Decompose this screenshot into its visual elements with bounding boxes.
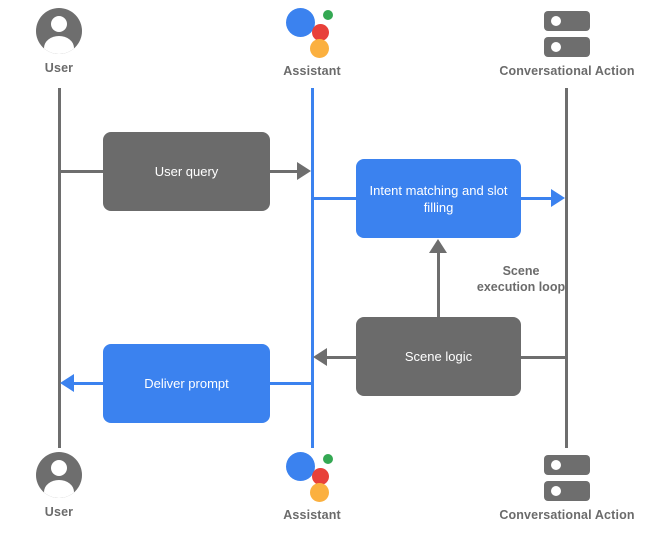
- connector-user-query-to-assistant: [270, 170, 302, 173]
- server-rack-unit-bottom: [544, 481, 590, 501]
- server-rack-icon: [544, 455, 590, 501]
- server-led-icon: [551, 16, 561, 26]
- connector-user-to-user-query: [58, 170, 106, 173]
- assistant-dot-red-icon: [312, 24, 329, 41]
- connector-deliver-prompt-to-user: [72, 382, 105, 385]
- message-box-scene-logic[interactable]: Scene logic: [356, 317, 521, 396]
- actor-label-assistant-top: Assistant: [283, 64, 341, 78]
- message-box-intent-matching[interactable]: Intent matching and slot filling: [356, 159, 521, 238]
- server-led-icon: [551, 42, 561, 52]
- server-led-icon: [551, 460, 561, 470]
- user-avatar-body: [44, 36, 74, 54]
- connector-scene-logic-to-intent-matching: [437, 252, 440, 319]
- actor-label-assistant-bottom: Assistant: [283, 508, 341, 522]
- server-led-icon: [551, 486, 561, 496]
- lifeline-user: [58, 88, 61, 448]
- assistant-dot-yellow-icon: [310, 39, 329, 58]
- connector-intent-matching-to-conversational-action: [521, 197, 553, 200]
- actor-label-conversational-action-bottom: Conversational Action: [499, 508, 635, 522]
- server-rack-unit-bottom: [544, 37, 590, 57]
- user-avatar-body: [44, 480, 74, 498]
- server-rack-icon: [544, 11, 590, 57]
- assistant-dot-green-icon: [323, 454, 333, 464]
- actor-assistant-bottom: Assistant: [222, 449, 402, 522]
- user-avatar-head: [51, 460, 67, 476]
- google-assistant-icon: [286, 5, 338, 58]
- lifeline-conversational-action: [565, 88, 568, 448]
- connector-assistant-to-deliver-prompt: [270, 382, 314, 385]
- actor-label-conversational-action-top: Conversational Action: [499, 64, 635, 78]
- assistant-dot-yellow-icon: [310, 483, 329, 502]
- user-avatar-icon: [36, 8, 82, 54]
- assistant-dot-green-icon: [323, 10, 333, 20]
- connector-scene-logic-to-assistant: [325, 356, 358, 359]
- arrowhead-scene-execution-loop: [429, 239, 447, 253]
- arrowhead-user-query-to-assistant: [297, 162, 311, 180]
- actor-assistant-top: Assistant: [222, 5, 402, 78]
- arrowhead-intent-matching-to-conversational-action: [551, 189, 565, 207]
- user-avatar-head: [51, 16, 67, 32]
- user-avatar-icon: [36, 452, 82, 498]
- actor-conversational-action-bottom: Conversational Action: [477, 452, 657, 522]
- assistant-dot-blue-icon: [286, 452, 315, 481]
- actor-conversational-action-top: Conversational Action: [477, 8, 657, 78]
- message-box-deliver-prompt[interactable]: Deliver prompt: [103, 344, 270, 423]
- google-assistant-icon: [286, 449, 338, 502]
- actor-label-user-bottom: User: [44, 505, 74, 519]
- arrowhead-deliver-prompt-to-user: [60, 374, 74, 392]
- lifeline-assistant: [311, 88, 314, 448]
- actor-label-user-top: User: [44, 61, 74, 75]
- arrowhead-scene-logic-to-assistant: [313, 348, 327, 366]
- actor-user-top: User: [0, 8, 149, 75]
- actor-user-bottom: User: [0, 452, 149, 519]
- server-rack-unit-top: [544, 11, 590, 31]
- annotation-scene-execution-loop: Scene execution loop: [476, 264, 566, 294]
- assistant-dot-blue-icon: [286, 8, 315, 37]
- server-rack-unit-top: [544, 455, 590, 475]
- message-box-user-query[interactable]: User query: [103, 132, 270, 211]
- assistant-dot-red-icon: [312, 468, 329, 485]
- connector-assistant-to-intent-matching: [311, 197, 359, 200]
- connector-conversational-action-to-scene-logic: [521, 356, 567, 359]
